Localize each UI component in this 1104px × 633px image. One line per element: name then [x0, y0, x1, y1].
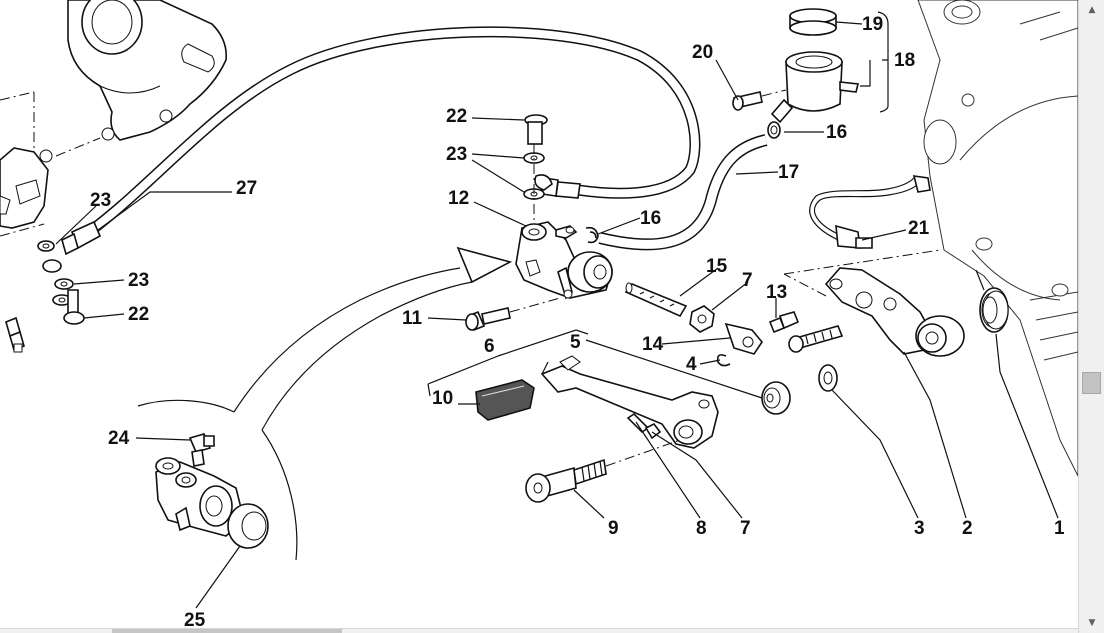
callout-22-top: 22 — [446, 106, 467, 127]
callout-16-upper: 16 — [826, 122, 847, 143]
callout-3: 3 — [914, 518, 925, 539]
callout-21: 21 — [908, 218, 930, 239]
scrollbar-thumb[interactable] — [1082, 372, 1101, 394]
callout-23-top: 23 — [446, 144, 467, 165]
callout-11: 11 — [402, 308, 423, 329]
callout-8: 8 — [696, 518, 707, 539]
mount-bolt — [465, 297, 561, 332]
callout-14: 14 — [642, 334, 664, 355]
pedal-rubber — [475, 379, 535, 421]
frame-bracket — [67, 0, 228, 141]
brake-light-switch — [809, 175, 931, 249]
vertical-scrollbar[interactable]: ▲ ▼ — [1078, 0, 1104, 633]
callout-17: 17 — [778, 162, 799, 183]
callout-16-lower: 16 — [640, 208, 661, 229]
master-cylinder — [515, 221, 613, 300]
callout-25: 25 — [184, 610, 206, 628]
leader-lines — [55, 11, 1059, 609]
callout-10: 10 — [432, 388, 453, 409]
callout-4: 4 — [686, 354, 697, 375]
scroll-down-icon[interactable]: ▼ — [1088, 618, 1096, 628]
callout-labels: 1 2 3 4 5 6 7 7 8 9 10 11 12 13 14 15 16… — [90, 14, 1065, 628]
group-bracket-6 — [427, 329, 589, 397]
callout-1: 1 — [1054, 518, 1065, 539]
locknut-upper — [689, 305, 715, 333]
callout-15: 15 — [706, 256, 728, 277]
horizontal-scrollbar-thumb[interactable] — [112, 629, 342, 633]
detail-master-cylinder — [155, 433, 269, 549]
callout-9: 9 — [608, 518, 619, 539]
callout-13: 13 — [766, 282, 787, 303]
bleed-screw — [5, 316, 25, 353]
callout-20: 20 — [692, 42, 713, 63]
callout-2: 2 — [962, 518, 973, 539]
callout-23-left-upper: 23 — [90, 190, 111, 211]
callout-5: 5 — [570, 332, 581, 353]
clevis — [716, 311, 800, 367]
pivot-bracket — [783, 249, 965, 357]
push-rod — [624, 282, 688, 318]
reservoir-hose-17 — [598, 121, 781, 251]
detail-callout — [137, 246, 513, 561]
callout-19: 19 — [862, 14, 883, 35]
banjo-bolt-top — [523, 114, 553, 226]
pedal-bushing — [761, 364, 838, 415]
callout-23-left-lower: 23 — [128, 270, 149, 291]
callout-22-left: 22 — [128, 304, 149, 325]
caliper-fragment — [0, 91, 101, 237]
callout-27: 27 — [236, 178, 257, 199]
brake-assembly-diagram: 1 2 3 4 5 6 7 7 8 9 10 11 12 13 14 15 16… — [0, 0, 1078, 628]
callout-24: 24 — [108, 428, 130, 449]
callout-12: 12 — [448, 188, 469, 209]
callout-7-upper: 7 — [742, 270, 753, 291]
callout-7-lower: 7 — [740, 518, 751, 539]
callout-6: 6 — [484, 336, 495, 357]
callout-18: 18 — [894, 50, 915, 71]
fluid-reservoir — [732, 8, 859, 124]
return-spring — [975, 269, 1009, 333]
left-banjo-fasteners — [37, 240, 85, 325]
engine-cover — [917, 0, 1078, 477]
scroll-up-icon[interactable]: ▲ — [1088, 5, 1096, 15]
pedal-pivot-bolt — [525, 439, 681, 503]
pivot-bolt — [788, 325, 844, 353]
brake-pedal — [540, 355, 719, 449]
horizontal-scrollbar[interactable] — [0, 628, 1078, 633]
